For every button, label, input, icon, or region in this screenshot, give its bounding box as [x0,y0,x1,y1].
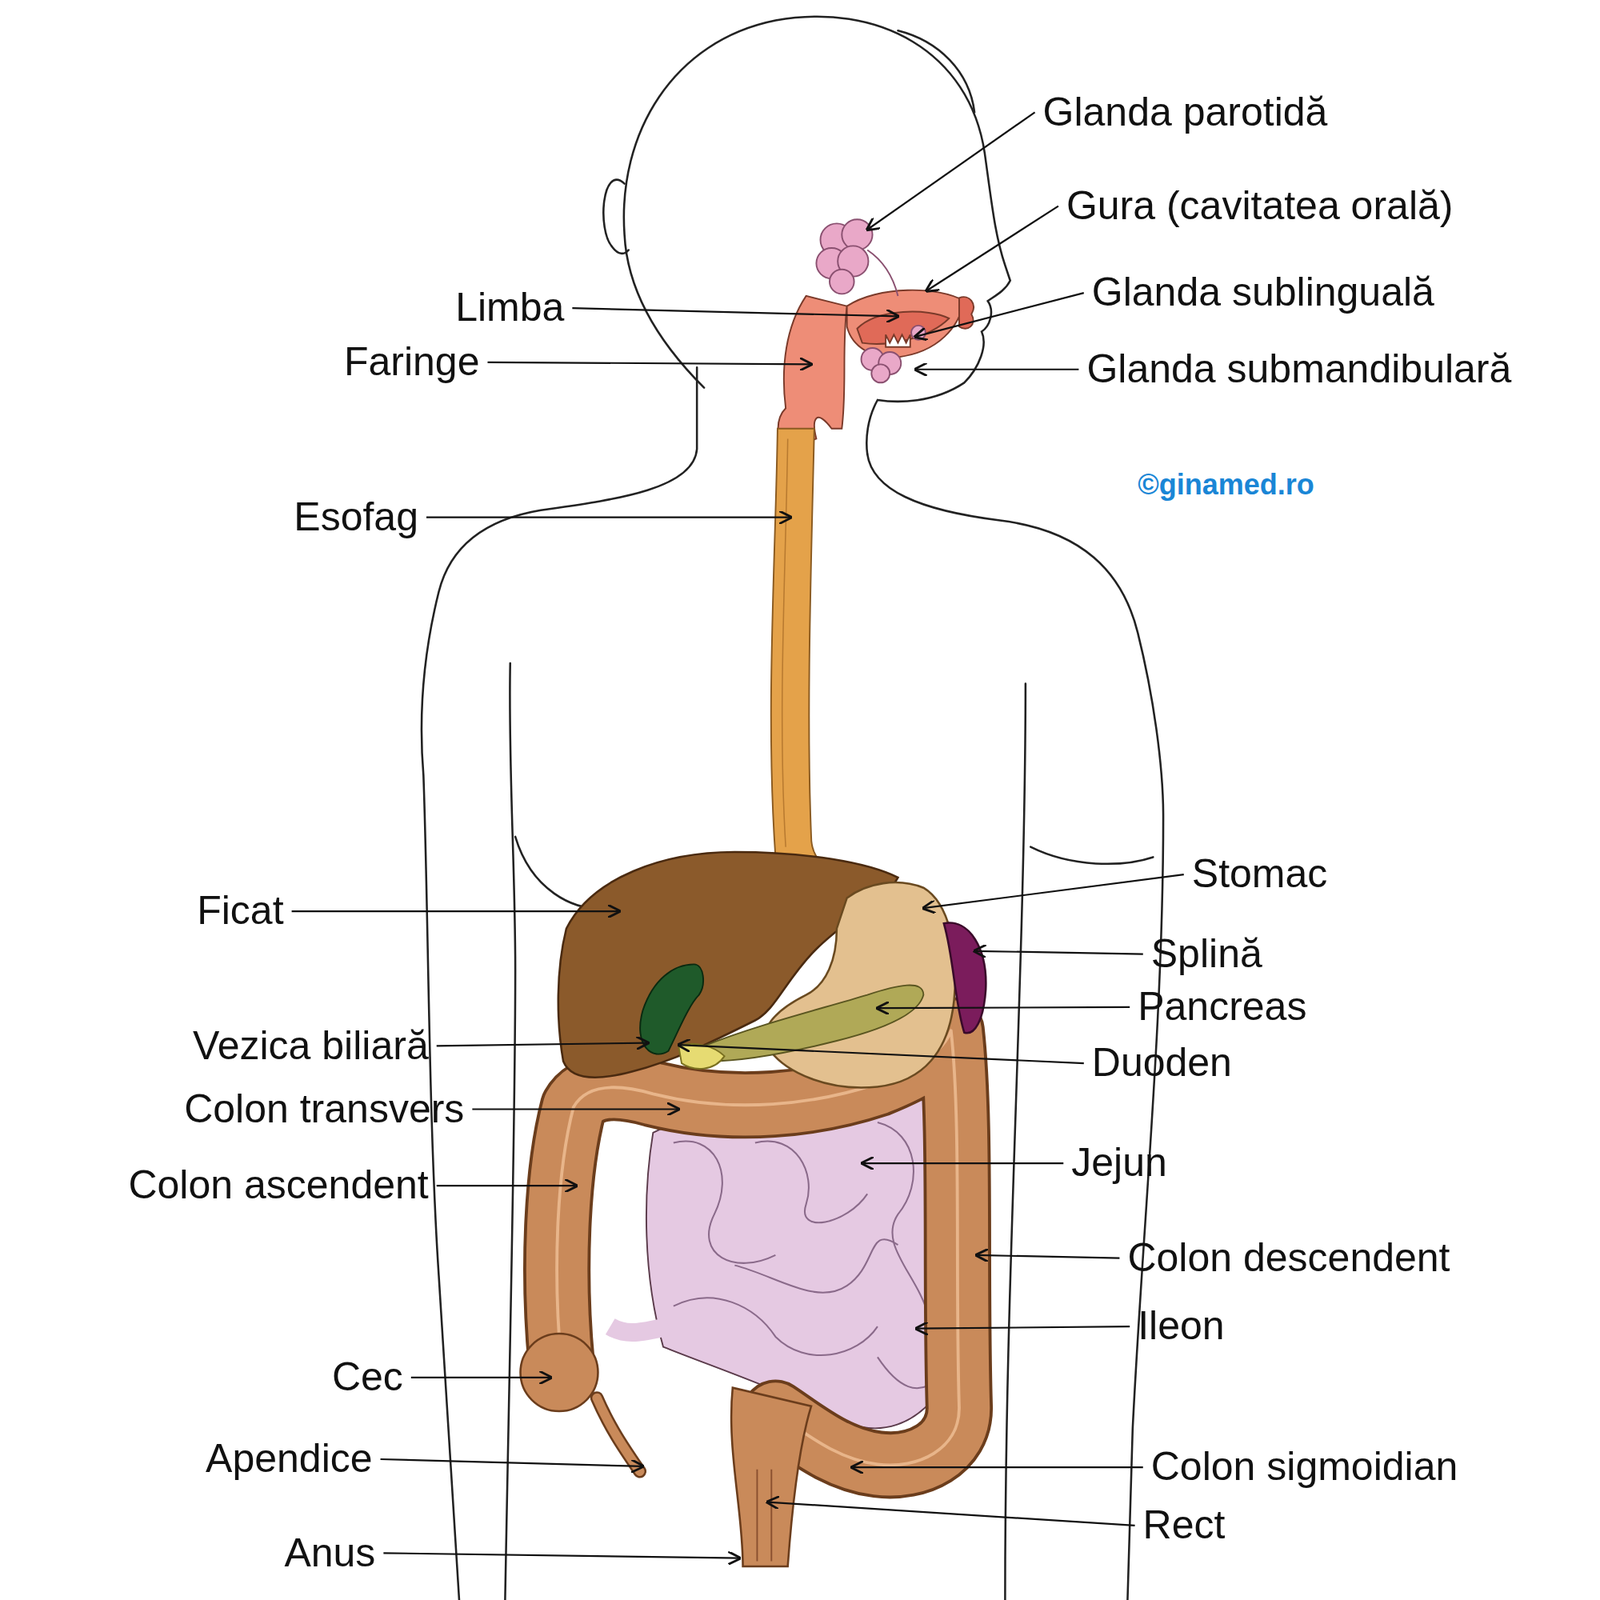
part-label: Apendice [205,1436,373,1483]
watermark: ©ginamed.ro [1137,468,1315,501]
part-label: Pancreas [1137,984,1307,1031]
leader-line [436,1184,577,1187]
sublingual-gland [911,325,926,340]
leader-line [411,1376,552,1379]
part-label: Faringe [344,339,480,386]
part-label: Colon descendent [1127,1235,1450,1282]
leader-line [472,1108,679,1110]
pancreas [704,985,924,1062]
loop [877,1122,929,1316]
leader-line [976,1255,1120,1259]
salivary-glands [816,219,925,383]
part-label: Colon sigmoidian [1151,1444,1459,1491]
torso-left-inner [504,663,516,1600]
leader-line [383,1552,740,1558]
part-label: Gura (cavitatea orală) [1066,183,1454,230]
part-label: Colon transvers [184,1086,464,1133]
intestine-loops [673,1122,940,1388]
part-label: Limba [455,284,564,332]
part-label: Rect [1143,1502,1226,1549]
appendix-fill [596,1397,640,1472]
loop [673,1141,776,1264]
parotid-duct [867,250,898,296]
leader-line [426,516,792,519]
head-outline [624,16,1011,455]
pharynx [778,296,848,449]
part-label: Colon ascendent [128,1162,428,1209]
part-label: Ficat [196,888,284,935]
submandibular-lobe [871,364,890,383]
part-label: Glanda sublinguală [1092,269,1435,316]
spleen [944,923,986,1034]
leader-line [487,362,812,365]
part-label: Anus [284,1530,376,1577]
leader-line [974,951,1144,955]
part-label: Jejun [1071,1140,1168,1187]
oral-cavity [847,290,965,358]
leader-line [436,1043,648,1047]
breast-right [1030,847,1153,864]
leader-line [923,874,1184,908]
leader-line [572,308,898,316]
loop [673,1297,878,1356]
leader-line [852,1466,1144,1468]
part-label: Stomac [1192,851,1328,898]
part-label: Glanda submandibulară [1086,346,1512,393]
leader-line [292,910,620,912]
torso-right-inner [1004,684,1026,1600]
leader-line [926,206,1059,292]
leader-line [862,1162,1064,1164]
part-label: Splină [1151,931,1263,978]
part-label: Vezica biliară [192,1023,429,1070]
intestine-mass [646,1098,949,1429]
part-label: Glanda parotidă [1043,89,1328,136]
esophagus [771,428,863,904]
gallbladder [640,964,704,1054]
parotid-lobe [829,269,855,295]
leader-line [767,1502,1135,1526]
parotid-lobe [841,219,872,250]
leader-line [678,1044,1084,1064]
part-label: Ileon [1137,1303,1224,1350]
leader-line [915,292,1084,337]
loop [734,1239,898,1293]
leader-line [916,1326,1130,1329]
duodenum [678,1044,724,1069]
teeth [885,334,911,347]
hair-line [897,30,975,112]
terminal-ileum [610,1326,669,1332]
part-label: Cec [332,1354,404,1401]
part-label: Duoden [1092,1040,1232,1087]
loop [755,1141,868,1224]
leader-line [877,1007,1130,1008]
esophagus-line [782,438,788,847]
leader-line [867,112,1035,230]
leader-line [915,368,1079,371]
ear [603,180,628,254]
anal-canal-lines [756,1469,772,1562]
small-intestine [610,1098,949,1429]
cecum [520,1333,599,1412]
part-label: Esofag [293,494,419,541]
leader-line [380,1459,644,1467]
body-outline [421,16,1164,1600]
rectum [731,1388,812,1567]
appendix [596,1397,640,1472]
